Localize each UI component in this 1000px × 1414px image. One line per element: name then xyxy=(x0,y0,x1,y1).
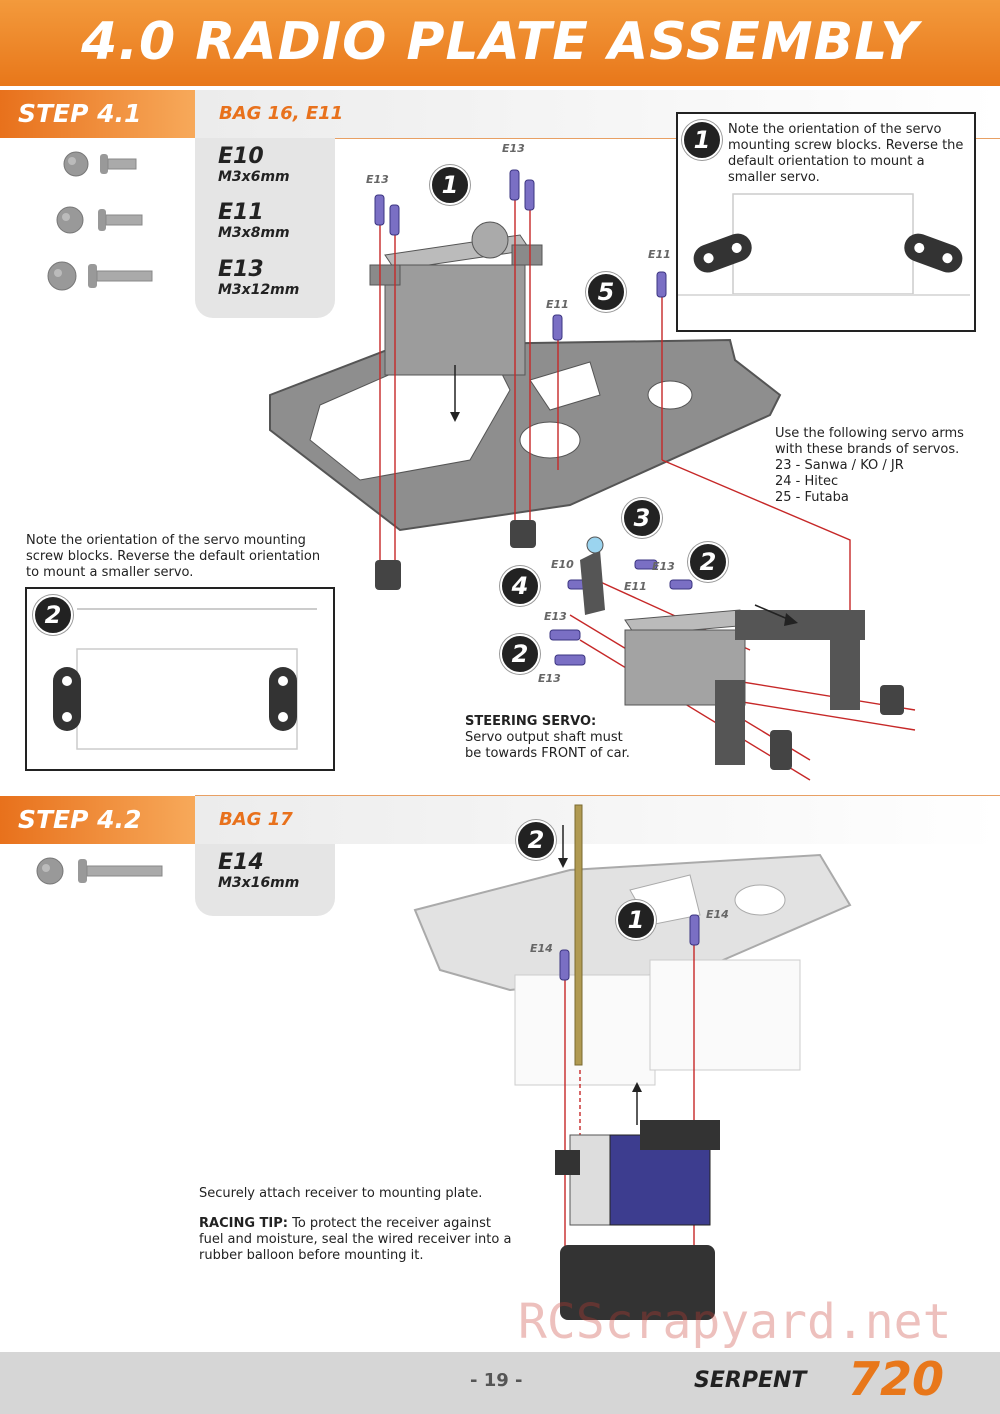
step-4-1-tab: STEP 4.1 xyxy=(0,90,195,138)
label-e13: E13 xyxy=(502,142,525,155)
steering-note: STEERING SERVO: Servo output shaft must … xyxy=(465,714,630,762)
screw-block-detail xyxy=(53,608,317,750)
receiver xyxy=(555,1120,720,1320)
detail-note-1: Note the orientation of the servo mounti… xyxy=(728,122,964,185)
receiver-note: Securely attach receiver to mounting pla… xyxy=(199,1186,483,1201)
part-e11: E11 M3x8mm xyxy=(218,200,290,241)
label-e13: E13 xyxy=(544,610,567,623)
page-title: 4.0 RADIO PLATE ASSEMBLY xyxy=(81,12,919,72)
title-bar xyxy=(0,0,1000,86)
part-e14: E14 M3x16mm xyxy=(218,850,299,891)
label-e11: E11 xyxy=(648,248,671,261)
note-line: 23 - Sanwa / KO / JR xyxy=(775,458,904,473)
callout-1: 1 xyxy=(682,120,722,160)
label-e13: E13 xyxy=(366,173,389,186)
callout-3: 3 xyxy=(622,498,662,538)
steering-servo xyxy=(580,536,865,765)
callout-5: 5 xyxy=(586,272,626,312)
servo-top xyxy=(369,221,543,376)
label-e11: E11 xyxy=(546,298,569,311)
footer-bar xyxy=(0,1352,1000,1414)
divider xyxy=(195,795,1000,796)
part-e10: E10 M3x6mm xyxy=(218,144,290,185)
label-e10: E10 xyxy=(551,558,574,571)
label-e13: E13 xyxy=(652,560,675,573)
screw-side-icon xyxy=(100,154,137,174)
callout-2: 2 xyxy=(688,542,728,582)
antenna-tube xyxy=(574,804,583,1066)
screw-head-icon xyxy=(47,261,77,291)
screw-head-icon xyxy=(36,857,64,885)
callout-2: 2 xyxy=(500,634,540,674)
note-line: with these brands of servos. xyxy=(775,442,960,457)
parts-box xyxy=(195,844,335,916)
mounting-blocks xyxy=(375,520,904,770)
guide-lines xyxy=(379,175,916,781)
label-e14: E14 xyxy=(530,942,553,955)
note-line: 25 - Futaba xyxy=(775,490,849,505)
part-code: E13 xyxy=(218,257,264,282)
part-size: M3x8mm xyxy=(218,225,290,241)
step-4-1-diagram xyxy=(269,169,916,781)
detail-box-2: 2 xyxy=(25,587,335,771)
model-logo: 720 xyxy=(848,1352,945,1406)
callout-2: 2 xyxy=(516,820,556,860)
note-line: be towards FRONT of car. xyxy=(465,746,630,761)
screw-head-icon xyxy=(63,151,89,177)
tip-title: RACING TIP: xyxy=(199,1216,288,1231)
servo-arms-note: Use the following servo arms with these … xyxy=(775,426,964,506)
screw-icons xyxy=(36,857,163,885)
note-line: Servo output shaft must xyxy=(465,730,623,745)
page-number: - 19 - xyxy=(470,1370,523,1391)
label-e11: E11 xyxy=(624,580,647,593)
tip-text: To protect the receiver against fuel and… xyxy=(199,1216,512,1263)
part-code: E11 xyxy=(218,200,264,225)
callout-4: 4 xyxy=(500,566,540,606)
left-note: Note the orientation of the servo mounti… xyxy=(26,533,321,580)
brand-logo: SERPENT xyxy=(694,1368,807,1393)
part-size: M3x16mm xyxy=(218,875,300,891)
step-4-2-tab: STEP 4.2 xyxy=(0,796,195,844)
detail-box-1: 1 Note the orientation of the servo moun… xyxy=(676,112,976,332)
label-e13: E13 xyxy=(538,672,561,685)
screw-side-icon xyxy=(78,859,163,883)
note-line: Use the following servo arms xyxy=(775,426,964,441)
screw-block-detail xyxy=(678,193,970,296)
watermark: RCScrapyard.net xyxy=(518,1294,952,1350)
screw-side-icon xyxy=(98,209,143,231)
part-size: M3x6mm xyxy=(218,169,290,185)
divider xyxy=(195,138,1000,139)
callout-2: 2 xyxy=(33,595,73,635)
screw-icons xyxy=(47,151,153,291)
parts-box xyxy=(195,138,335,318)
steering-title: STEERING SERVO: xyxy=(465,714,597,729)
callout-1: 1 xyxy=(430,165,470,205)
part-size: M3x12mm xyxy=(218,282,300,298)
racing-tip: RACING TIP: To protect the receiver agai… xyxy=(199,1216,519,1264)
callout-1: 1 xyxy=(616,900,656,940)
part-code: E10 xyxy=(218,144,264,169)
label-e14: E14 xyxy=(706,908,729,921)
part-e13: E13 M3x12mm xyxy=(218,257,299,298)
note-line: 24 - Hitec xyxy=(775,474,839,489)
screw-head-icon xyxy=(56,206,84,234)
screws xyxy=(374,169,693,666)
part-code: E14 xyxy=(218,850,264,875)
step-4-2-bag: BAG 17 xyxy=(195,796,1000,844)
screw-side-icon xyxy=(88,264,153,288)
